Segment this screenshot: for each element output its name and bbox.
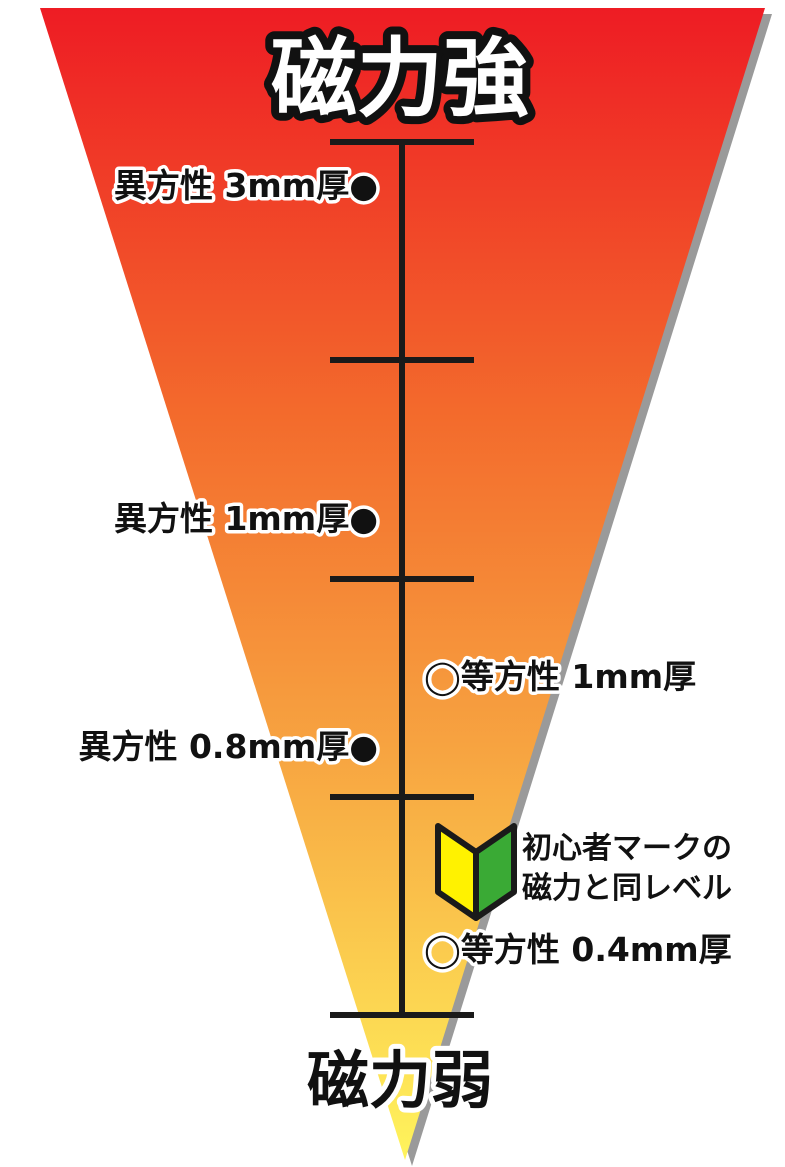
strength-axis — [330, 139, 474, 1018]
anisotropic-label-0.8mm: 異方性 0.8mm厚● — [78, 727, 378, 766]
beginner-mark-icon — [435, 823, 517, 921]
isotropic-label-1mm: ◯等方性 1mm厚 — [424, 657, 696, 697]
anisotropic-label-1mm: 異方性 1mm厚● — [114, 499, 378, 538]
title-weak: 磁力弱 — [307, 1044, 493, 1117]
isotropic-label-0.4mm: ◯等方性 0.4mm厚 — [424, 930, 732, 970]
title-strong-outline: 磁力強 — [271, 29, 529, 129]
anisotropic-label-3mm: 異方性 3mm厚● — [114, 166, 378, 205]
title-strong: 磁力強 — [271, 29, 529, 129]
beginner-note-line2: 磁力と同レベル — [522, 871, 732, 906]
beginner-note-line1: 初心者マークの — [522, 831, 732, 866]
